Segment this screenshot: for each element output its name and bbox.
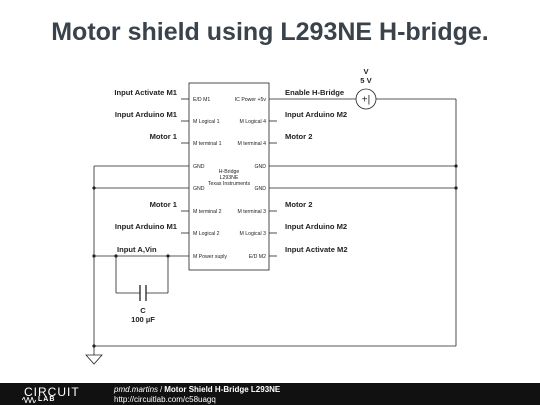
label-input-vin: Input A,Vin [117,245,157,254]
label-input-arduino-m2: Input Arduino M2 [285,110,347,119]
label-input-arduino-m2: Input Arduino M2 [285,222,347,231]
pin-label: GND [254,186,266,192]
pin-label: M Logical 3 [239,231,266,237]
voltage-source [355,88,377,110]
author-line: pmd.martins/Motor Shield H-Bridge L293NE [114,385,280,394]
author-separator: / [160,385,163,394]
pin-label: GND [254,164,266,170]
label-motor-1: Motor 1 [150,200,178,209]
capacitor-name: C [140,306,146,315]
label-input-arduino-m1: Input Arduino M1 [115,222,178,231]
label-motor-2: Motor 2 [285,200,312,209]
label-input-activate-m2: Input Activate M2 [285,245,348,254]
logo-wave-icon [22,397,36,403]
pin-label: M terminal 3 [237,209,266,215]
project-url[interactable]: http://circuitlab.com/c58uagq [114,395,216,404]
junction-dot [92,344,96,348]
source-name: V [363,67,369,76]
schematic-diagram: Input Activate M1 Input Arduino M1 Motor… [85,67,458,365]
circuitlab-logo-sub: LAB [38,396,56,403]
label-input-activate-m1: Input Activate M1 [114,88,177,97]
pin-label: GND [193,164,205,170]
pin-label: E/D M2 [249,254,266,260]
ic-body [188,82,270,271]
pin-label: M terminal 2 [193,209,222,215]
junction-dot [454,186,458,190]
circuitlab-logo[interactable]: CIRCUIT [24,385,80,399]
ic-part-number: L293NE [220,175,239,181]
project-title[interactable]: Motor Shield H-Bridge L293NE [164,385,281,394]
junction-dot [92,254,96,258]
footer-bar [0,383,540,405]
source-value: 5 V [360,76,372,85]
page-title: Motor shield using L293NE H-bridge. [51,18,489,46]
junction-dot [114,254,118,258]
label-motor-2: Motor 2 [285,132,312,141]
author-link[interactable]: pmd.martins [114,385,159,394]
pin-label: M terminal 1 [193,141,222,147]
pin-label: M Logical 4 [239,119,266,125]
source-symbol: +| [362,95,370,106]
junction-dot [166,254,170,258]
label-input-arduino-m1: Input Arduino M1 [115,110,178,119]
capacitor-value: 100 µF [131,315,155,324]
pin-label: M Logical 2 [193,231,220,237]
pin-label: E/D M1 [193,97,210,103]
pin-label: IC Power +5v [235,97,267,103]
junction-dot [92,186,96,190]
junction-dot [454,164,458,168]
label-motor-1: Motor 1 [150,132,178,141]
ground-symbol [85,354,103,365]
pin-label: M terminal 4 [237,141,266,147]
ic-manufacturer: Texas Instruments [208,181,250,187]
label-enable-h-bridge: Enable H-Bridge [285,88,344,97]
ic-name: H-Bridge [219,169,240,175]
pin-label: M Power suply [193,254,227,260]
pin-label: M Logical 1 [193,119,220,125]
pin-label: GND [193,186,205,192]
